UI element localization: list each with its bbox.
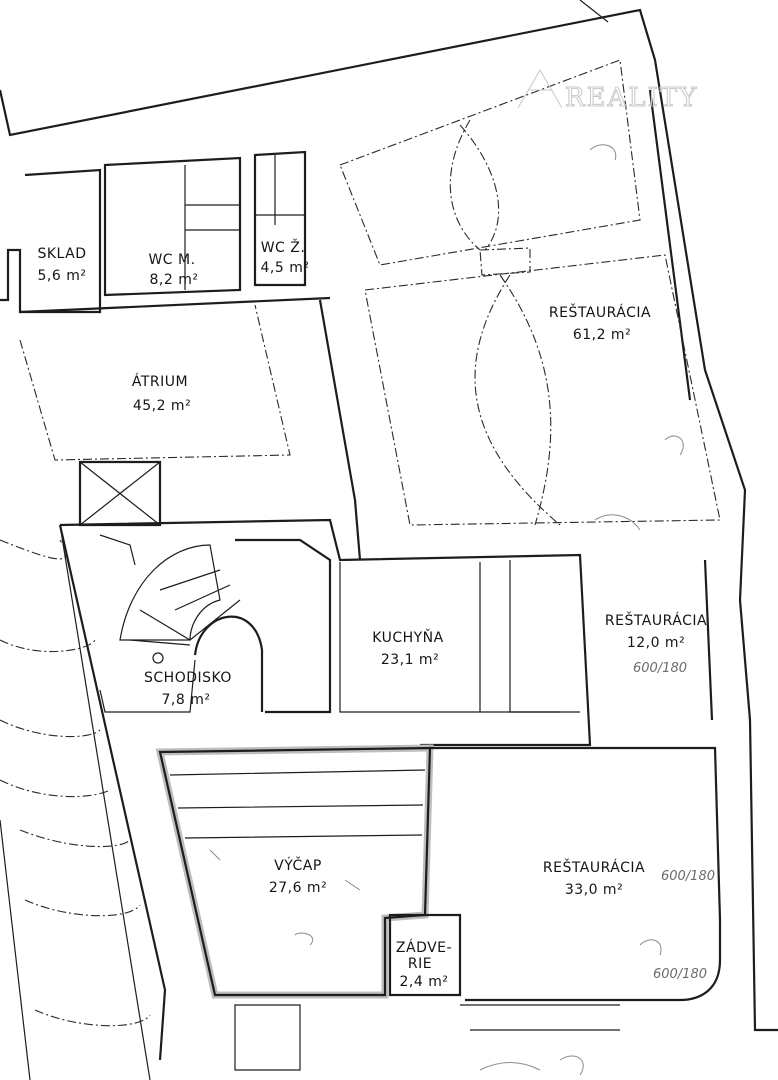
watermark-text: REALITY [565, 83, 698, 113]
exterior-walls [0, 0, 778, 1032]
room-wc-m-area: 8,2 m² [150, 272, 199, 288]
room-wc-z-area: 4,5 m² [261, 260, 310, 276]
vault-upper [339, 59, 721, 526]
room-zadverie-area: 2,4 m² [400, 974, 449, 990]
room-labels: SKLAD 5,6 m² WC M. 8,2 m² WC Ž. 4,5 m² Á… [37, 238, 707, 990]
room-restauracia-2-name: REŠTAURÁCIA [605, 611, 707, 629]
door-note-2: 600/180 [661, 869, 715, 884]
room-atrium-name: ÁTRIUM [132, 373, 188, 390]
lower-walls [155, 744, 722, 1071]
room-restauracia-1-name: REŠTAURÁCIA [549, 303, 651, 321]
room-vycap-name: VÝČAP [274, 856, 322, 874]
room-restauracia-1-area: 61,2 m² [573, 327, 631, 343]
room-wc-z-name: WC Ž. [261, 238, 306, 256]
room-kuchyna-name: KUCHYŇA [372, 629, 443, 646]
room-wc-m-name: WC M. [148, 252, 195, 268]
door-notes: 600/180 600/180 600/180 [633, 661, 715, 982]
room-restauracia-2-area: 12,0 m² [627, 635, 685, 651]
room-restauracia-3-name: REŠTAURÁCIA [543, 858, 645, 876]
room-zadverie-name-line2: RIE [408, 956, 432, 972]
room-restauracia-3-area: 33,0 m² [565, 882, 623, 898]
room-kuchyna-area: 23,1 m² [381, 652, 439, 668]
room-sklad-area: 5,6 m² [38, 268, 87, 284]
left-rooms-walls [0, 150, 331, 314]
center-walls [58, 518, 592, 1061]
room-atrium-area: 45,2 m² [133, 398, 191, 414]
room-zadverie-name-line1: ZÁDVE- [396, 939, 452, 956]
room-sklad-name: SKLAD [37, 246, 86, 262]
door-note-3: 600/180 [653, 967, 707, 982]
door-note-1: 600/180 [633, 661, 687, 676]
atrium-walls [19, 299, 362, 561]
hand-marks [209, 144, 684, 1076]
vault-left [0, 524, 151, 1080]
room-vycap-area: 27,6 m² [269, 880, 327, 896]
room-schodisko-area: 7,8 m² [162, 692, 211, 708]
watermark: REALITY [517, 69, 698, 114]
room-schodisko-name: SCHODISKO [144, 670, 232, 686]
